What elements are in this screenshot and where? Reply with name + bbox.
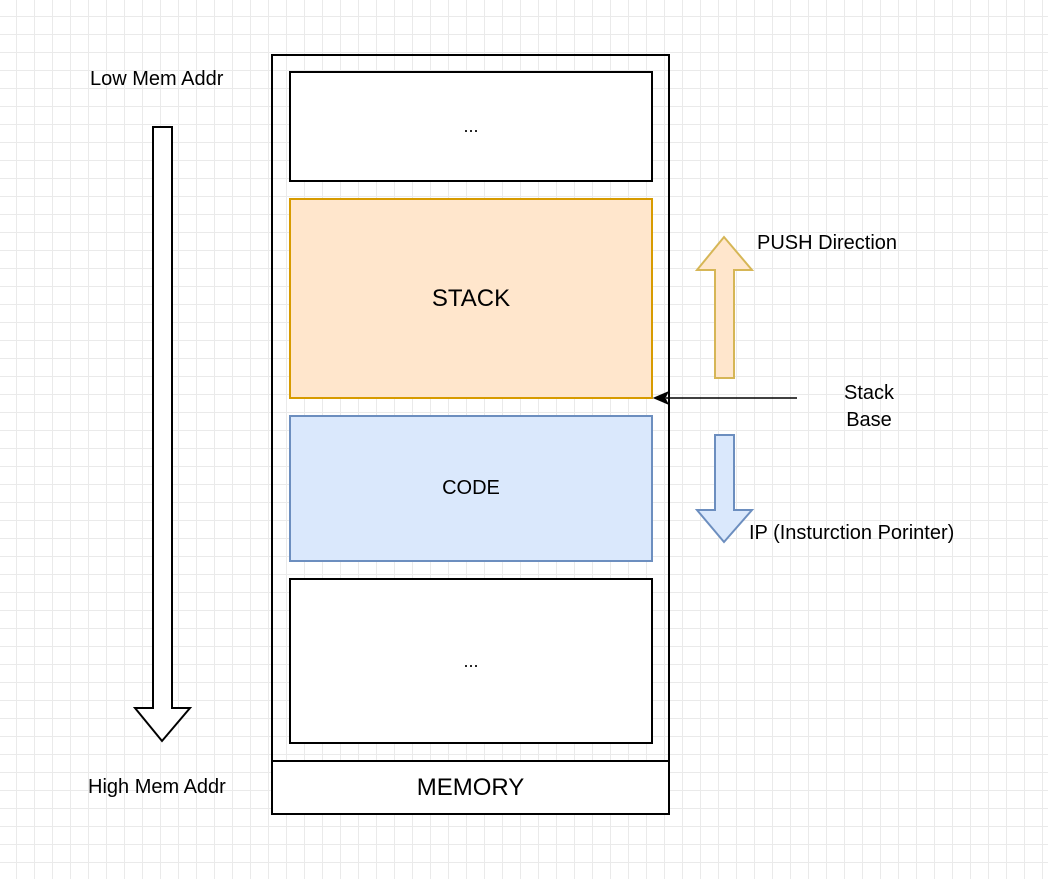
memory-bottom-block: ... xyxy=(289,578,653,744)
address-direction-arrow xyxy=(132,126,193,743)
ip-label: IP (Insturction Porinter) xyxy=(749,522,955,544)
stack-base-label: Stack Base xyxy=(820,380,918,434)
memory-title: MEMORY xyxy=(416,773,525,801)
stack-base-label-line1: Stack xyxy=(843,382,895,404)
ip-direction-arrow xyxy=(694,434,755,544)
stack-base-pointer-head xyxy=(652,391,670,405)
bottom-block-ellipsis: ... xyxy=(463,650,479,671)
high-mem-addr-label: High Mem Addr xyxy=(88,776,226,798)
low-mem-addr-label: Low Mem Addr xyxy=(90,68,224,90)
top-block-ellipsis: ... xyxy=(463,116,479,136)
stack-segment: STACK xyxy=(289,198,653,399)
push-direction-arrow xyxy=(694,235,755,379)
code-label: CODE xyxy=(442,477,500,499)
code-segment: CODE xyxy=(289,415,653,562)
stack-base-label-line2: Base xyxy=(846,409,892,431)
memory-top-block: ... xyxy=(289,71,653,182)
push-direction-label: PUSH Direction xyxy=(757,232,898,254)
stack-label: STACK xyxy=(431,284,511,312)
memory-title-cell: MEMORY xyxy=(271,760,670,815)
